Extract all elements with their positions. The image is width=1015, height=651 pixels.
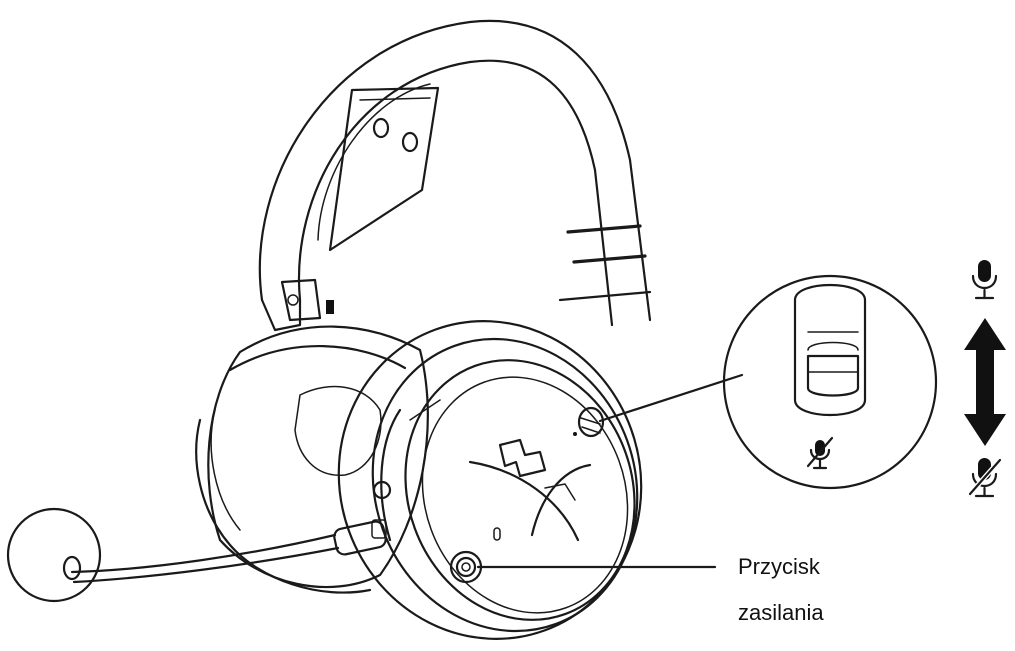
left-ear-cup [195,325,429,594]
power-button [449,550,483,584]
microphone-boom [6,507,387,603]
hyperx-logo-icon [468,438,592,542]
headband [258,19,652,332]
right-ear-cup [337,320,643,640]
power-button-label-line2: zasilania [738,600,824,625]
mute-switch-zoom [598,274,938,490]
power-button-label-line1: Przycisk [738,554,820,579]
microphone-muted-icon [806,436,834,470]
microphone-muted-icon [967,457,1003,498]
double-arrow-vertical-icon [964,318,1006,446]
mic-mute-switch [573,406,605,438]
microphone-icon [971,260,998,300]
